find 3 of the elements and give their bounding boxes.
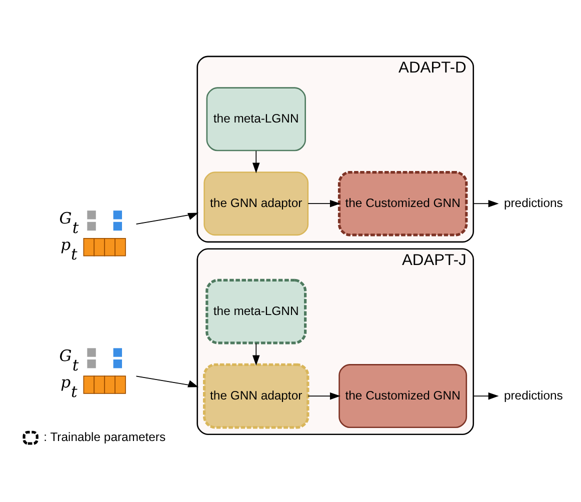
legend-label: : Trainable parameters [44,430,166,444]
node-text: predictions [504,195,563,210]
node-text: predictions [504,388,563,402]
